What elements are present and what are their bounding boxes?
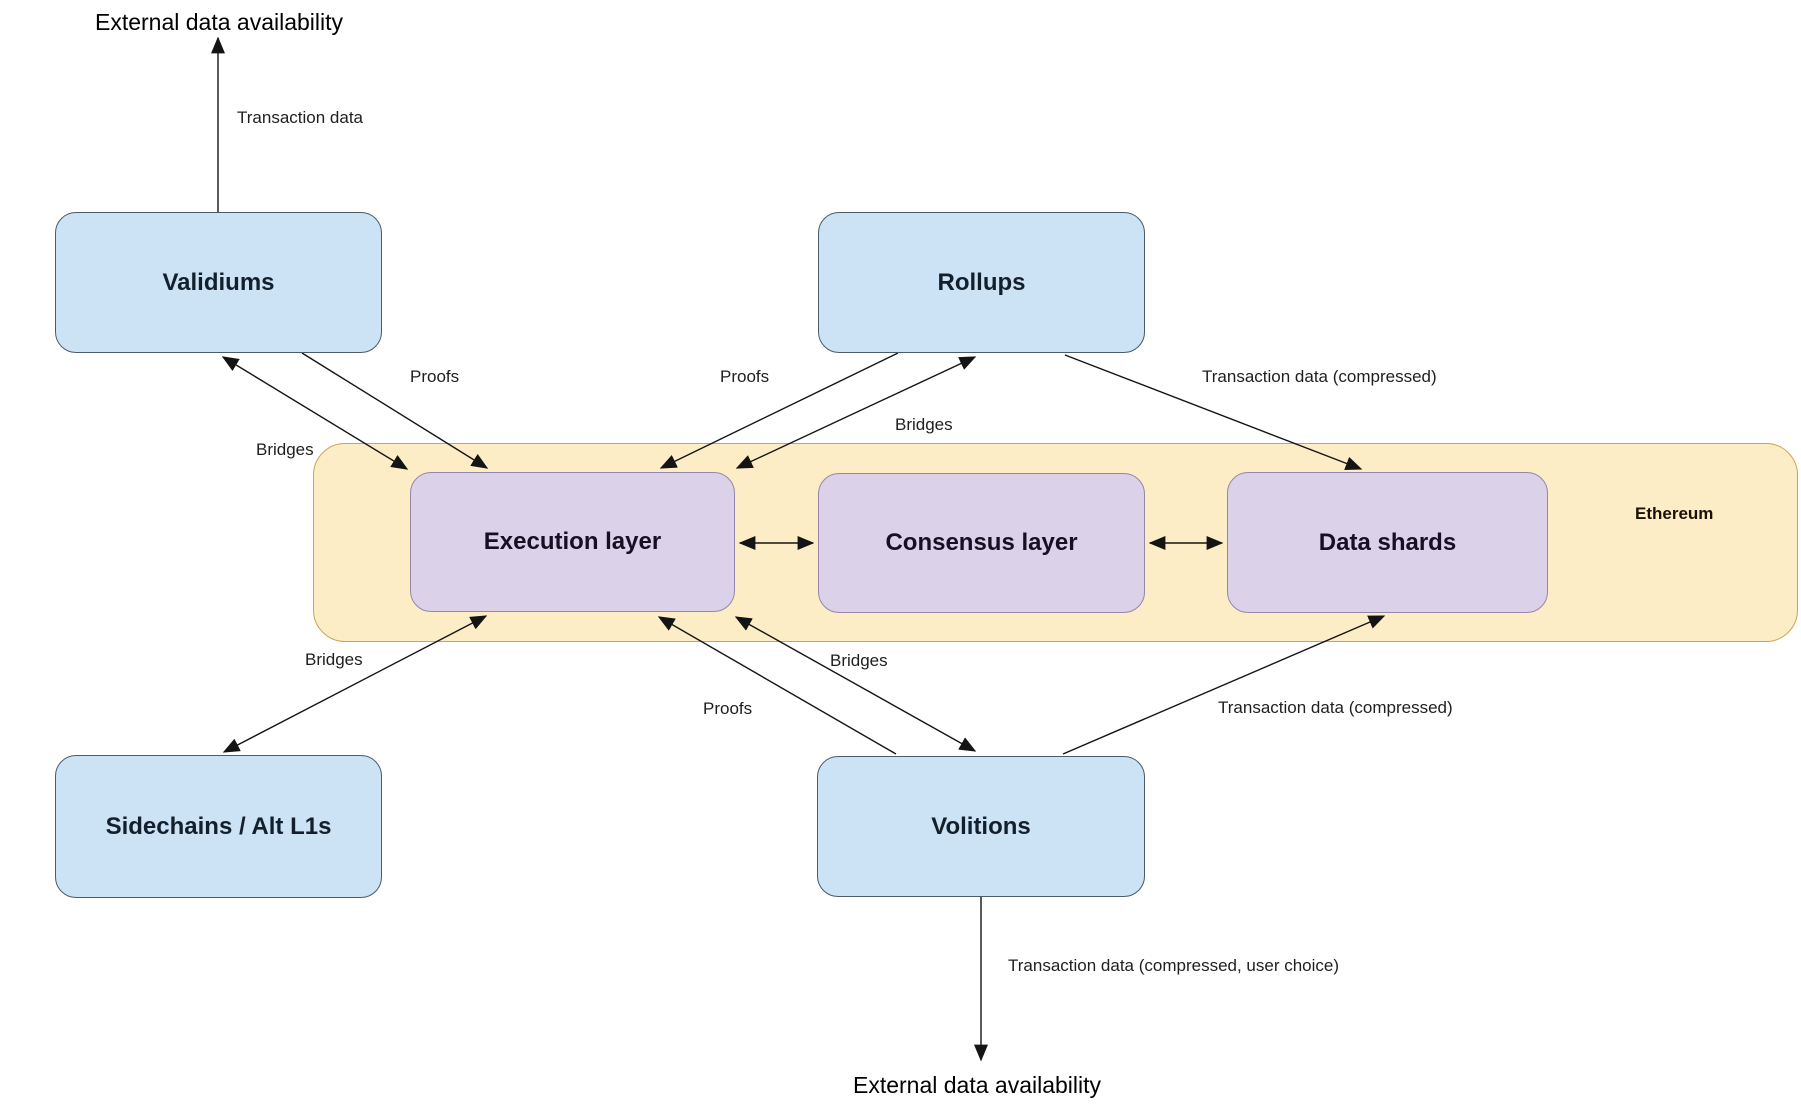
edge-rollups-execution-proofs <box>659 352 899 469</box>
edge-label-bridges-volitions: Bridges <box>830 651 888 670</box>
node-execution-layer: Execution layer <box>410 472 735 612</box>
edge-volitions-execution-bridges <box>734 616 977 752</box>
edge-label-bridges-validiums: Bridges <box>256 440 314 459</box>
node-consensus-layer-label: Consensus layer <box>885 529 1078 556</box>
edge-label-proofs-volitions: Proofs <box>703 699 753 718</box>
edge-label-txdata-user-choice: Transaction data (compressed, user choic… <box>1008 956 1340 975</box>
ethereum-label: Ethereum <box>1635 504 1714 523</box>
node-validiums: Validiums <box>55 212 382 353</box>
edge-rollups-datashards-txdata <box>1064 354 1363 470</box>
edge-label-bridges-rollups: Bridges <box>895 415 953 434</box>
edge-label-proofs-validiums: Proofs <box>410 367 460 386</box>
node-validiums-label: Validiums <box>162 268 275 296</box>
node-data-shards-label: Data shards <box>1318 528 1457 556</box>
node-volitions: Volitions <box>817 756 1145 897</box>
edge-rollups-execution-bridges <box>735 356 977 469</box>
edge-validiums-execution-proofs <box>301 352 489 469</box>
node-rollups-label: Rollups <box>937 268 1026 296</box>
node-rollups: Rollups <box>818 212 1145 353</box>
edge-volitions-execution-proofs <box>657 616 897 755</box>
external-data-availability-bottom: External data availability <box>853 1072 1102 1098</box>
edge-label-txdata-volitions: Transaction data (compressed) <box>1218 698 1453 717</box>
edge-label-txdata-rollups: Transaction data (compressed) <box>1202 367 1437 386</box>
node-sidechains: Sidechains / Alt L1s <box>55 755 382 898</box>
edge-label-transaction-data-top: Transaction data <box>237 108 363 127</box>
edge-label-bridges-sidechains: Bridges <box>305 650 363 669</box>
node-sidechains-label: Sidechains / Alt L1s <box>105 812 332 840</box>
node-consensus-layer: Consensus layer <box>818 473 1145 613</box>
node-execution-layer-label: Execution layer <box>483 528 662 555</box>
edge-sidechains-execution-bridges <box>222 615 488 753</box>
edge-validiums-execution-bridges <box>221 356 409 470</box>
node-volitions-label: Volitions <box>931 812 1031 840</box>
edge-label-proofs-rollups: Proofs <box>720 367 770 386</box>
edge-volitions-datashards-txdata <box>1062 615 1386 755</box>
node-data-shards: Data shards <box>1227 472 1548 613</box>
external-data-availability-top: External data availability <box>95 9 344 35</box>
